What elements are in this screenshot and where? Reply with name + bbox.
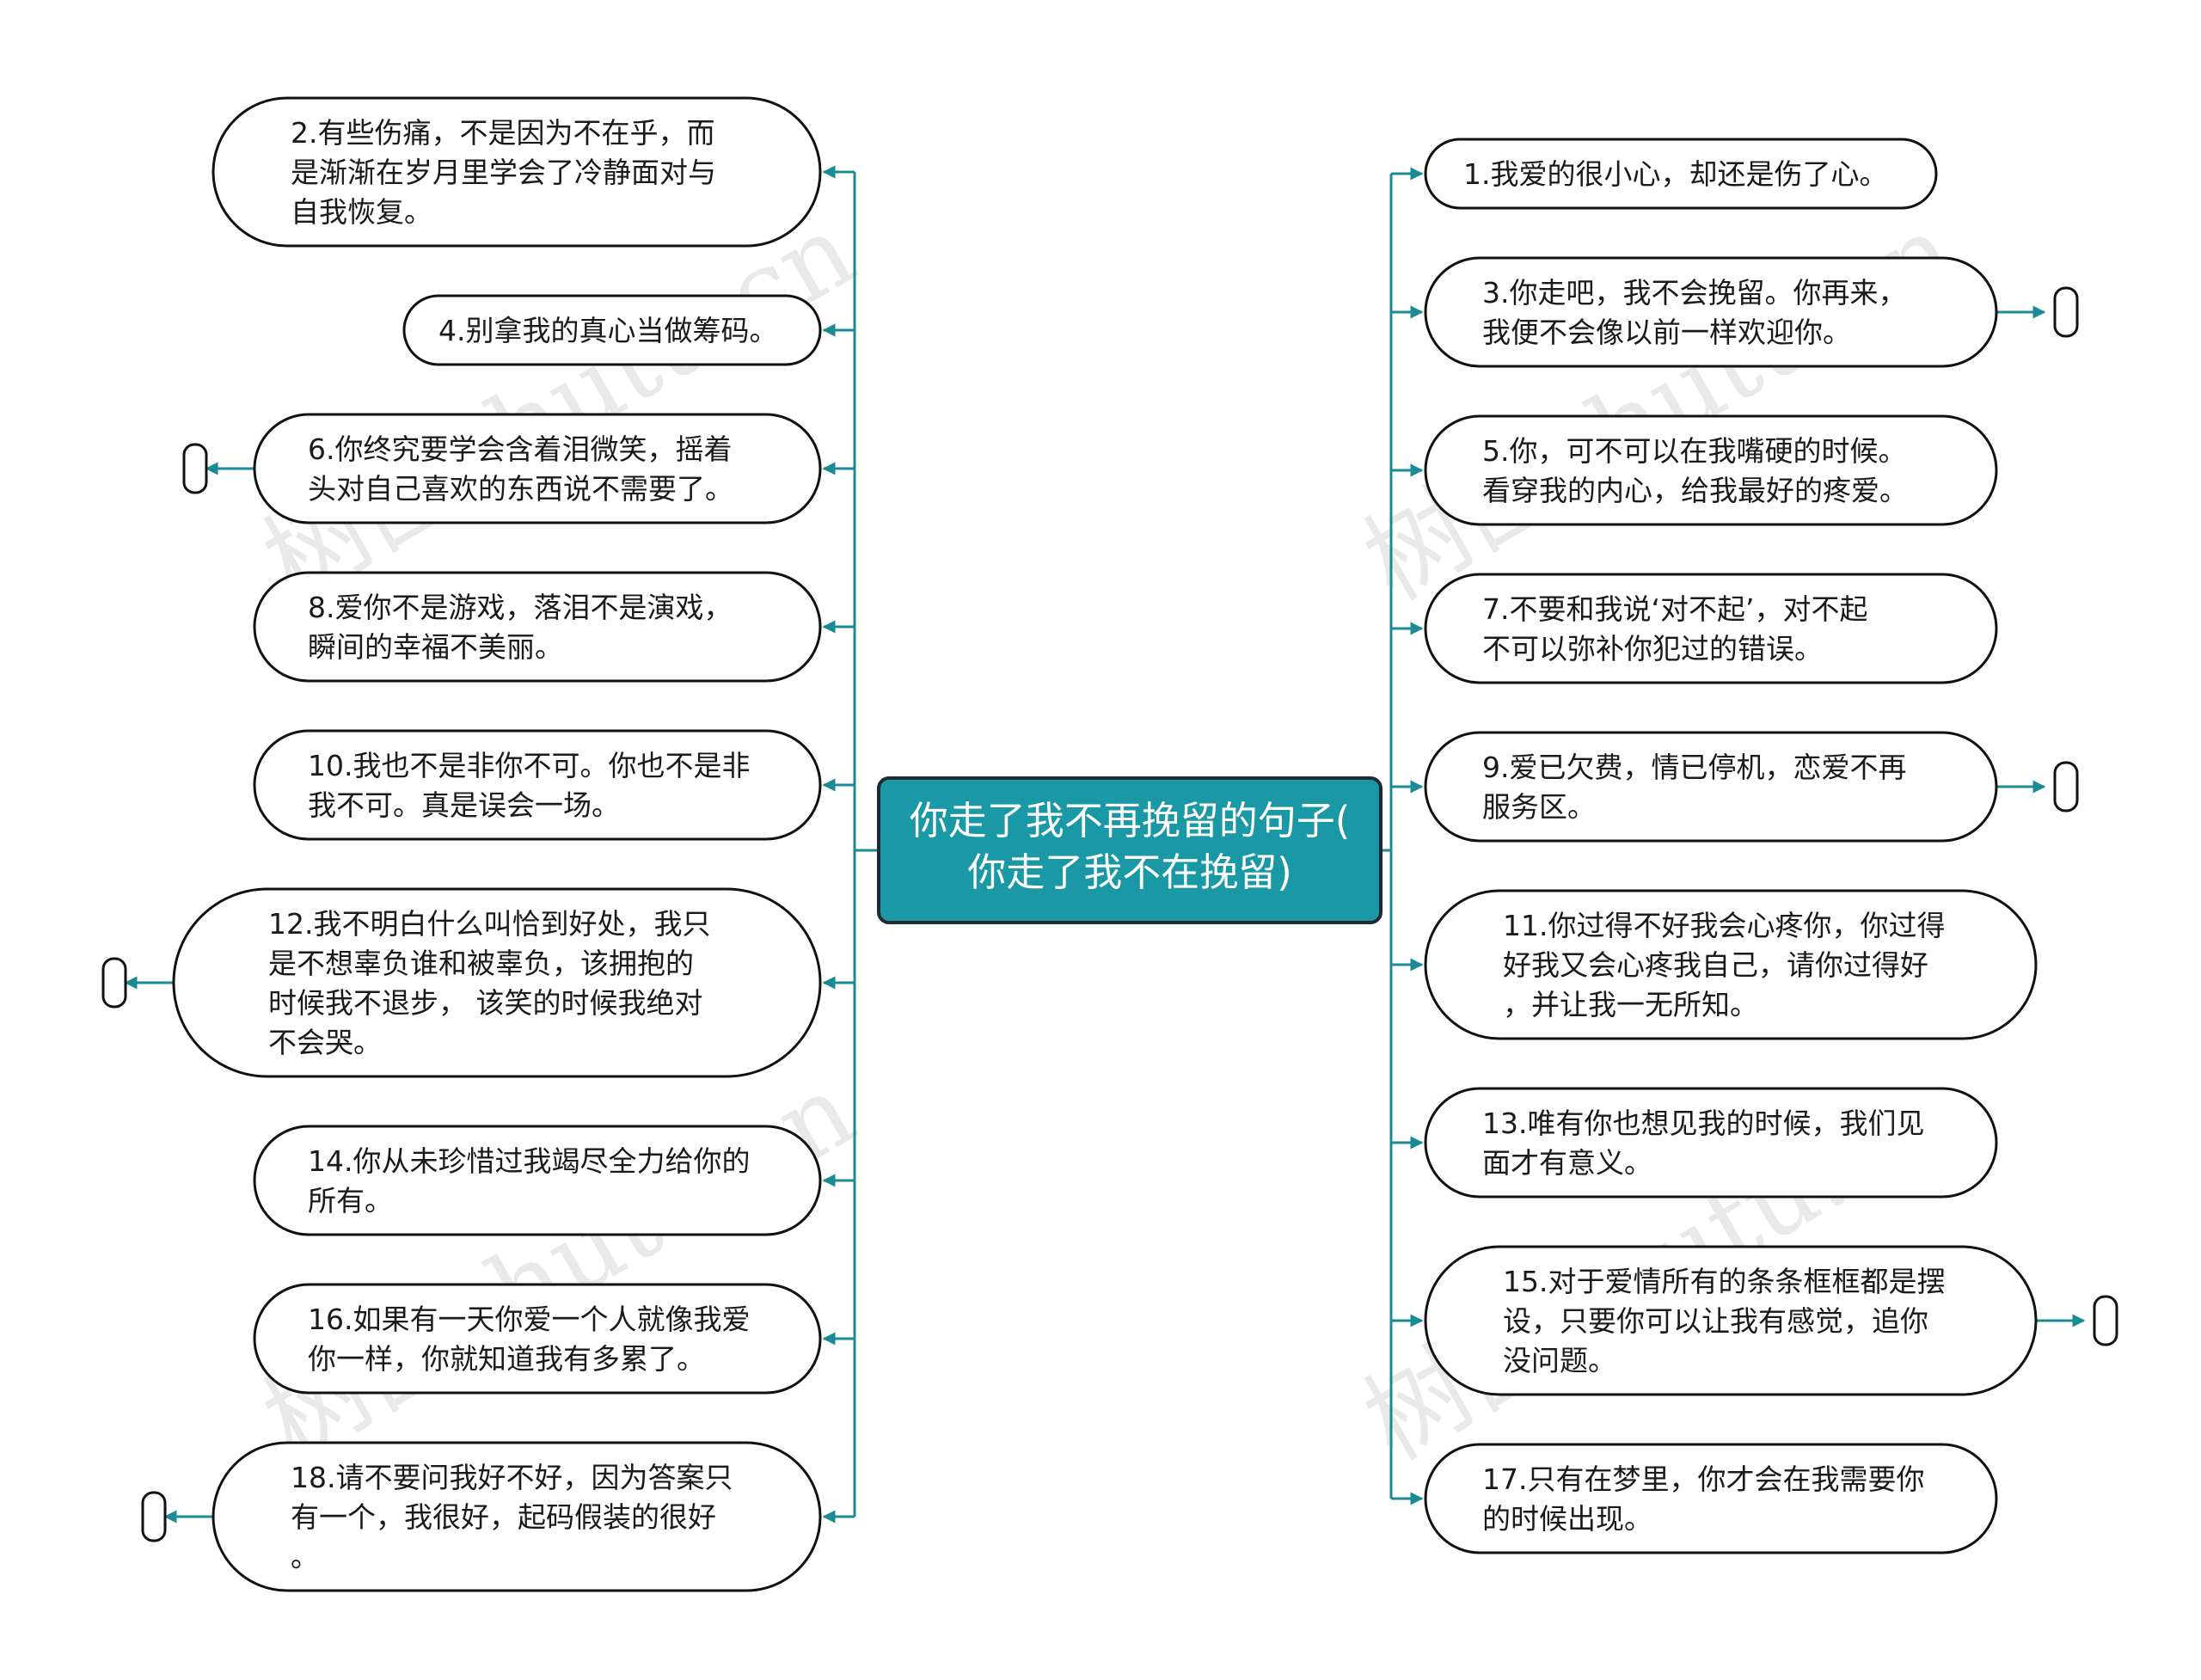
root-topic-line-2: 你走了我不在挽留) [967,849,1292,895]
topic-node-line: 14.你从未珍惜过我竭尽全力给你的 [308,1144,750,1178]
topic-node-8[interactable]: 8.爱你不是游戏，落泪不是演戏， 瞬间的幸福不美丽。 [253,571,822,683]
topic-node-box [1424,1245,2038,1396]
topic-node-1[interactable]: 1.我爱的很小心，却还是伤了心。 [1424,138,1938,210]
topic-node-line: 4.别拿我的真心当做筹码。 [438,314,778,347]
topic-node-line: 5.你，可不可以在我嘴硬的时候。 [1482,434,1907,468]
expand-toggle[interactable] [182,443,208,494]
topic-node-box [1424,573,1998,684]
topic-node-line: 17.只有在梦里，你才会在我需要你 [1482,1462,1924,1496]
watermark-text: 树图shutu.cn [1346,192,1974,624]
topic-node-line: 12.我不明白什么叫恰到好处，我只 [268,907,710,941]
topic-node-line: 是不想辜负谁和被辜负，该拥抱的 [268,947,694,980]
root-topic-line-1: 你走了我不再挽留的句子( [910,798,1351,843]
topic-node-box [253,571,822,683]
expand-toggle[interactable] [2093,1295,2118,1346]
topic-node-box [1424,138,1938,210]
topic-node-line: 有一个，我很好，起码假装的很好 [291,1500,716,1534]
expand-toggle[interactable] [2053,761,2079,812]
topic-node-box [1424,414,1998,526]
topic-node-box [1424,731,1998,843]
topic-node-line: 3.你走吧，我不会挽留。你再来， [1482,276,1907,310]
topic-node-line: 瞬间的幸福不美丽。 [308,630,563,664]
root-topic-node[interactable]: 你走了我不再挽留的句子( 你走了我不在挽留) [877,776,1383,924]
topic-node-line: 所有。 [308,1184,393,1217]
topic-node-line: 11.你过得不好我会心疼你，你过得 [1503,909,1945,942]
topic-node-box [402,294,822,366]
topic-node-line: 16.如果有一天你爱一个人就像我爱 [308,1303,750,1336]
topic-node-box [1424,889,2038,1040]
topic-node-line: 10.我也不是非你不可。你也不是非 [308,749,750,782]
topic-node-line: ，并让我一无所知。 [1503,988,1758,1021]
topic-node-line: 的时候出现。 [1482,1502,1652,1536]
topic-node-line: 。 [291,1540,319,1573]
topic-node-line: 不可以弥补你犯过的错误。 [1482,632,1823,665]
topic-node-line: 设，只要你可以让我有感觉，追你 [1503,1304,1928,1338]
topic-node-box [253,729,822,841]
topic-node-line: 6.你终究要学会含着泪微笑，摇着 [308,432,733,466]
topic-node-12[interactable]: 12.我不明白什么叫恰到好处，我只是不想辜负谁和被辜负，该拥抱的时候我不退步， … [172,887,822,1078]
topic-node-line: 我不可。真是误会一场。 [308,788,620,822]
root-topic-box [877,776,1383,924]
topic-node-line: 2.有些伤痛，不是因为不在乎，而 [291,116,715,150]
topic-node-line: 15.对于爱情所有的条条框框都是摆 [1503,1265,1945,1298]
topic-node-4[interactable]: 4.别拿我的真心当做筹码。 [402,294,822,366]
watermark-text: 树图shutu.cn [245,1052,874,1484]
expand-toggle[interactable] [101,957,127,1009]
topic-node-box [172,887,822,1078]
topic-node-line: 不会哭。 [268,1026,382,1059]
topic-node-line: 看穿我的内心，给我最好的疼爱。 [1482,474,1908,507]
topic-node-line: 1.我爱的很小心，却还是伤了心。 [1463,157,1888,191]
topic-node-line: 是渐渐在岁月里学会了冷静面对与 [291,156,716,189]
topic-node-3[interactable]: 3.你走吧，我不会挽留。你再来， 我便不会像以前一样欢迎你。 [1424,256,1998,368]
topic-node-line: 8.爱你不是游戏，落泪不是演戏， [308,591,733,624]
topic-node-line: 时候我不退步， 该笑的时候我绝对 [268,986,703,1020]
expand-toggle[interactable] [141,1491,167,1542]
topic-node-line: 18.请不要问我好不好，因为答案只 [291,1461,733,1494]
topic-node-box [1424,1087,1998,1199]
topic-node-line: 没问题。 [1503,1344,1616,1377]
topic-node-line: 好我又会心疼我自己，请你过得好 [1503,948,1928,982]
topic-node-line: 我便不会像以前一样欢迎你。 [1482,316,1851,349]
topic-node-box [1424,256,1998,368]
topic-node-box [253,1283,822,1395]
topic-node-box [212,96,822,248]
topic-node-line: 13.唯有你也想见我的时候，我们见 [1482,1107,1924,1140]
topic-node-line: 9.爱已欠费，情已停机，恋爱不再 [1482,751,1907,784]
topic-node-line: 7.不要和我说‘对不起’，对不起 [1482,592,1867,626]
topic-node-line: 服务区。 [1482,790,1596,824]
expand-toggle[interactable] [2053,286,2079,338]
topic-node-box [212,1441,822,1592]
watermark-text: 树图shutu.cn [245,192,874,624]
topic-node-box [1424,1443,1998,1554]
topic-node-line: 你一样，你就知道我有多累了。 [308,1342,705,1376]
topic-node-box [253,1125,822,1236]
connector-layer [101,165,2118,1542]
topic-node-5[interactable]: 5.你，可不可以在我嘴硬的时候。看穿我的内心，给我最好的疼爱。 [1424,414,1998,526]
topic-node-line: 自我恢复。 [291,195,432,229]
topic-node-line: 头对自己喜欢的东西说不需要了。 [308,472,733,506]
topic-node-box [253,413,822,524]
topic-node-line: 面才有意义。 [1482,1146,1652,1180]
